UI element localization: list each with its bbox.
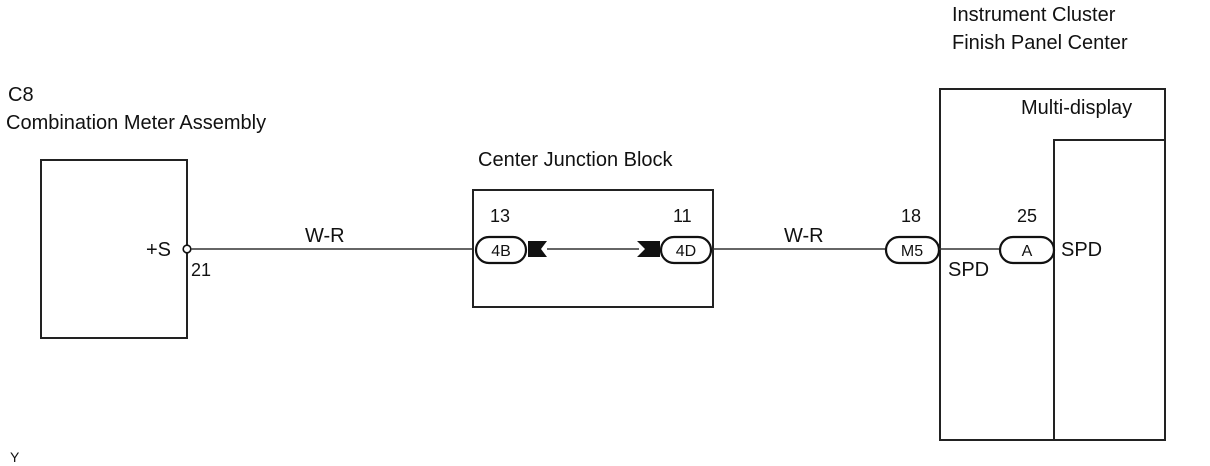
connector-m5-pill <box>884 235 941 265</box>
connector-4b-label: 4B <box>491 243 511 260</box>
cluster-terminal-label: SPD <box>948 259 989 281</box>
junction-left-pin: 13 <box>490 206 510 226</box>
male-terminal-icon <box>637 241 660 257</box>
cluster-name-line2: Finish Panel Center <box>952 32 1128 54</box>
meter-terminal-circle <box>182 244 192 254</box>
multi-display-box <box>1053 139 1166 441</box>
cluster-name-line1: Instrument Cluster <box>952 4 1116 26</box>
multi-display-terminal-label: SPD <box>1061 239 1102 261</box>
cluster-pin-number: 18 <box>901 206 921 226</box>
multi-display-label: Multi-display <box>1021 97 1132 119</box>
meter-terminal-label: +S <box>146 239 171 261</box>
wire-color-left: W-R <box>305 225 345 247</box>
connector-m5-label: M5 <box>901 243 923 260</box>
connector-a-label: A <box>1022 243 1033 260</box>
connector-4d-label: 4D <box>676 243 696 260</box>
female-terminal-icon <box>528 241 547 257</box>
meter-name-label: Combination Meter Assembly <box>6 112 266 134</box>
connector-a-pill <box>998 235 1056 265</box>
junction-right-pin: 11 <box>673 206 692 226</box>
connector-4b-pill <box>474 235 528 265</box>
junction-block-label: Center Junction Block <box>478 149 674 171</box>
footer-mark: Y <box>10 449 20 465</box>
multi-display-pin-number: 25 <box>1017 206 1037 226</box>
wire-color-right: W-R <box>784 225 824 247</box>
meter-pin-number: 21 <box>191 260 211 280</box>
connector-4d-pill <box>659 235 713 265</box>
meter-code-label: C8 <box>8 84 34 106</box>
